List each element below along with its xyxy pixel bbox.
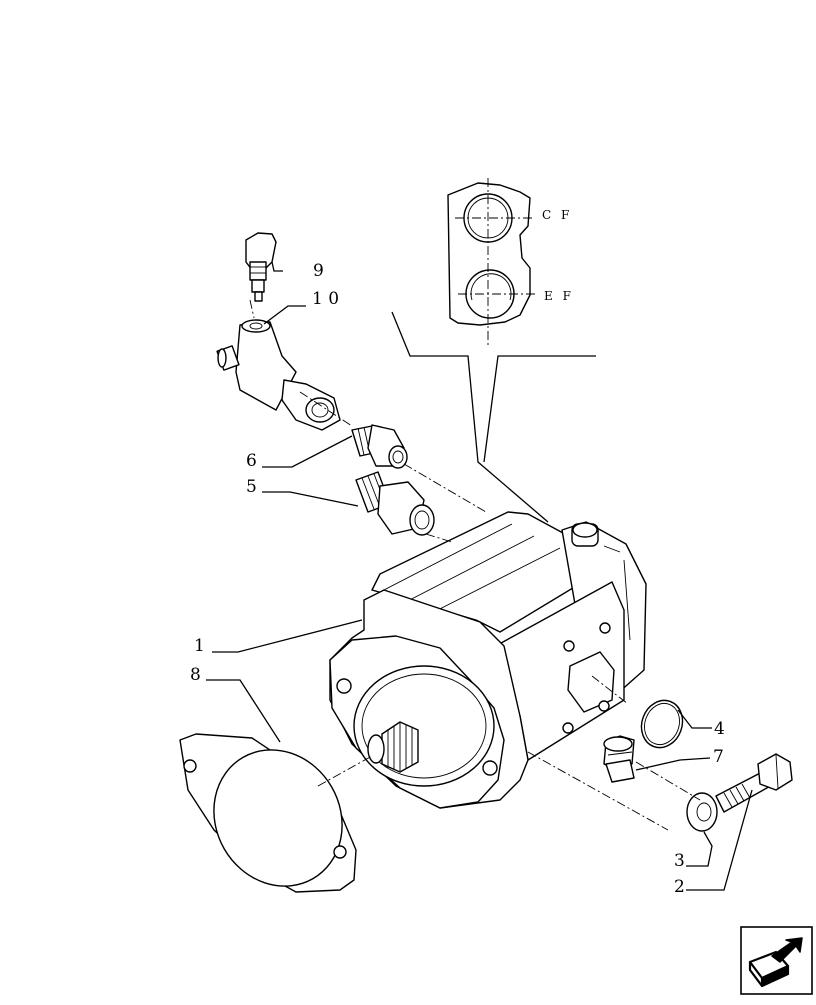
callout-8: 8 <box>190 665 201 685</box>
callout-9: 9 <box>313 261 324 281</box>
part-9-pressure-switch[interactable] <box>245 232 277 302</box>
part-10-valve-block[interactable] <box>216 319 341 431</box>
callout-3: 3 <box>674 851 685 871</box>
callout-4: 4 <box>714 719 725 739</box>
detail-pointer <box>391 311 596 523</box>
callout-6: 6 <box>246 451 257 471</box>
callout-leaders <box>206 261 753 891</box>
callout-1: 1 <box>194 636 205 656</box>
port-label-cf: C F <box>542 208 572 222</box>
callout-5: 5 <box>246 477 257 497</box>
assembly-centerlines <box>249 299 701 831</box>
part-8-gasket[interactable] <box>179 726 367 909</box>
callout-10: 1 0 <box>312 289 339 309</box>
next-page-arrow-icon <box>748 937 803 988</box>
part-6-fitting[interactable] <box>351 424 408 469</box>
callout-7: 7 <box>713 747 724 767</box>
port-detail-inset: C F E F <box>447 178 574 345</box>
callout-2: 2 <box>674 877 685 897</box>
part-4-o-ring[interactable] <box>635 695 689 754</box>
part-3-washer[interactable] <box>686 792 718 832</box>
part-7-fitting[interactable] <box>603 735 635 783</box>
next-page-button[interactable] <box>740 926 813 995</box>
part-5-fitting[interactable] <box>355 471 435 536</box>
part-1-hydraulic-pump[interactable] <box>329 511 647 809</box>
callout-labels: 9 1 0 6 5 1 8 4 7 3 2 <box>190 261 725 897</box>
port-label-ef: E F <box>544 289 574 303</box>
part-2-bolt[interactable] <box>715 753 793 813</box>
